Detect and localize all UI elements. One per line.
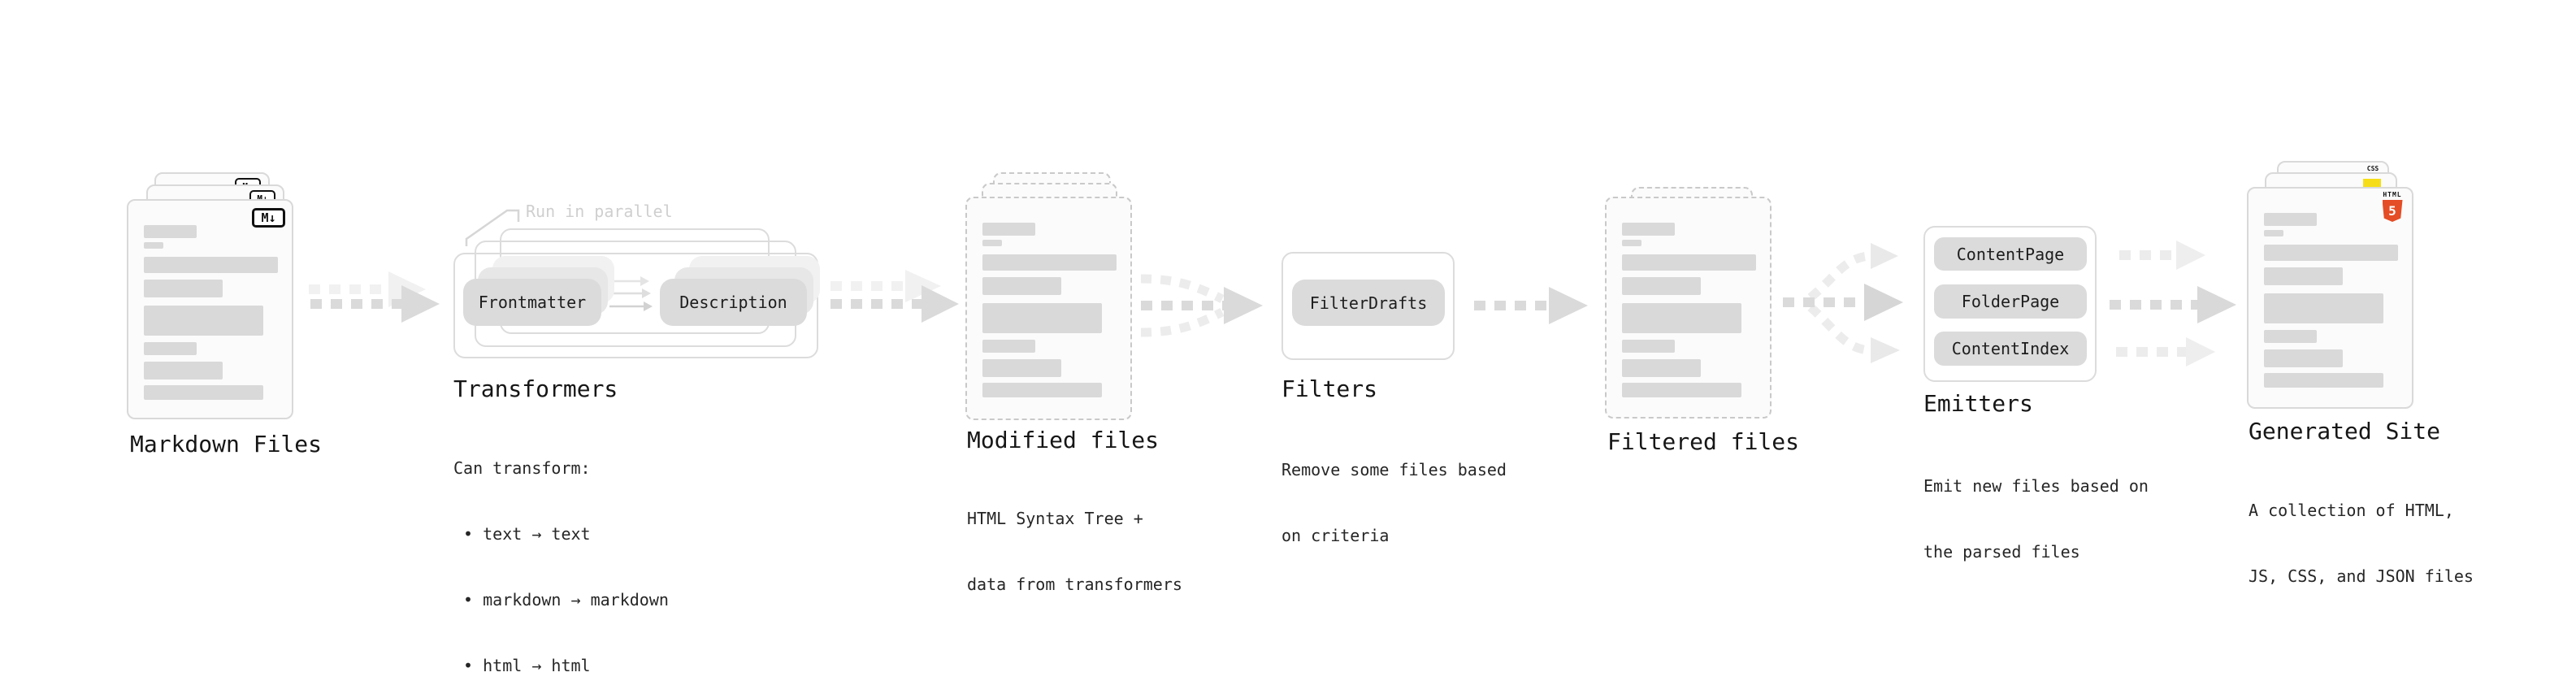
modified-files-label: Modified files <box>967 427 1160 453</box>
text-line-placeholder <box>1622 303 1741 333</box>
generated-site-label: Generated Site <box>2249 418 2441 445</box>
text-line-placeholder <box>2264 373 2383 388</box>
text-line-placeholder <box>982 383 1102 397</box>
modified-files-stack <box>965 172 1160 424</box>
text-line-placeholder <box>144 306 263 336</box>
filters-label: Filters <box>1281 375 1378 402</box>
text-line-placeholder <box>982 223 1035 236</box>
filtered-files-stack <box>1605 187 1800 423</box>
text-line-placeholder <box>982 303 1102 333</box>
text-line-placeholder <box>144 242 163 249</box>
text-line-placeholder <box>144 257 278 273</box>
generated-site-stack: CSS HTML 5 <box>2247 161 2442 413</box>
text-line-placeholder <box>982 359 1061 377</box>
text-line-placeholder <box>144 342 197 355</box>
text-line-placeholder <box>144 385 263 400</box>
text-line-placeholder <box>2264 293 2383 323</box>
arrow-markdown-to-transformers <box>309 271 440 323</box>
text-line-placeholder <box>144 280 223 297</box>
text-line-placeholder <box>1622 277 1701 295</box>
markdown-files-label: Markdown Files <box>130 431 323 458</box>
transformers-label: Transformers <box>453 375 618 402</box>
transformer-pill-frontmatter: Frontmatter <box>463 279 601 326</box>
arrow-emitters-to-generated <box>2110 241 2236 367</box>
generated-site-details: A collection of HTML, JS, CSS, and JSON … <box>2249 501 2474 586</box>
text-line-placeholder <box>1622 240 1641 246</box>
text-line-placeholder <box>2264 330 2317 343</box>
filtered-files-label: Filtered files <box>1607 428 1800 455</box>
transformers-details: Can transform: • text → text • markdown … <box>453 458 669 675</box>
transformers-box-front <box>453 253 818 358</box>
text-line-placeholder <box>2264 349 2343 367</box>
filtered-file-card-front <box>1605 197 1772 419</box>
text-line-placeholder <box>1622 359 1701 377</box>
emitters-label: Emitters <box>1923 390 2033 417</box>
markdown-file-card-front: M↓ <box>127 199 293 419</box>
html5-icon: HTML 5 <box>2382 192 2403 222</box>
filter-pill-filterdrafts: FilterDrafts <box>1292 280 1445 326</box>
text-line-placeholder <box>1622 340 1675 353</box>
text-line-placeholder <box>2264 213 2317 226</box>
parallel-note-leader-line <box>465 209 520 246</box>
text-line-placeholder <box>144 225 197 238</box>
text-line-placeholder <box>2264 267 2343 285</box>
text-line-placeholder <box>1622 254 1756 271</box>
text-line-placeholder <box>982 240 1002 246</box>
arrow-filtered-to-emitters-fanout <box>1783 243 1903 363</box>
emitter-pill-folderpage: FolderPage <box>1934 284 2087 319</box>
arrow-transformers-to-modified <box>830 270 959 323</box>
emitters-details: Emit new files based on the parsed files <box>1923 476 2149 562</box>
transformer-pill-description: Description <box>660 279 807 326</box>
markdown-icon: M↓ <box>252 208 285 228</box>
transformer-pill-arrows <box>609 276 653 311</box>
filters-box <box>1281 252 1455 360</box>
modified-files-details: HTML Syntax Tree + data from transformer… <box>967 509 1182 594</box>
text-line-placeholder <box>1622 383 1741 397</box>
emitter-pill-contentindex: ContentIndex <box>1934 332 2087 366</box>
text-line-placeholder <box>982 340 1035 353</box>
javascript-icon <box>2363 179 2381 189</box>
arrow-modified-to-filters <box>1140 274 1263 337</box>
modified-file-card-front <box>965 197 1132 420</box>
run-in-parallel-note: Run in parallel <box>526 202 673 221</box>
emitters-box <box>1923 226 2097 382</box>
text-line-placeholder <box>2264 230 2283 236</box>
text-line-placeholder <box>144 362 223 380</box>
text-line-placeholder <box>982 277 1061 295</box>
markdown-files-stack: M↓ M↓ M↓ <box>127 172 322 424</box>
filters-details: Remove some files based on criteria <box>1281 460 1507 545</box>
html-file-card-front: HTML 5 <box>2247 187 2413 409</box>
text-line-placeholder <box>2264 245 2398 261</box>
text-line-placeholder <box>982 254 1117 271</box>
emitter-pill-contentpage: ContentPage <box>1934 237 2087 271</box>
arrow-filters-to-filtered <box>1474 287 1588 324</box>
text-line-placeholder <box>1622 223 1675 236</box>
